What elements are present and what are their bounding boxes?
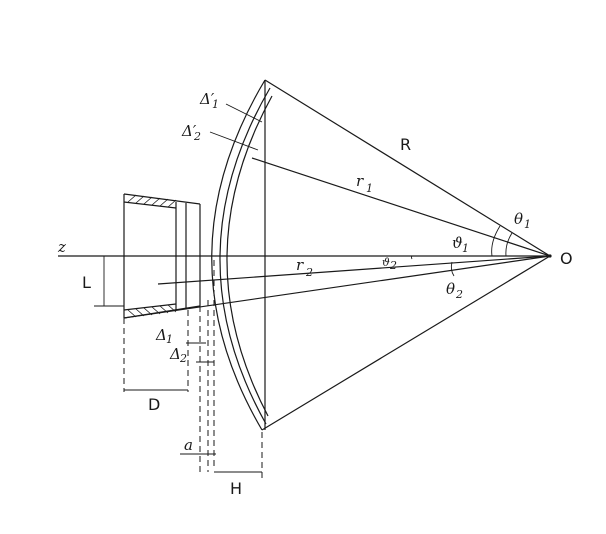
label-delta1-prime: Δ′ [199, 90, 215, 108]
label-D: D [148, 395, 160, 414]
vartheta2-arc [411, 255, 413, 260]
shell-outer-arc [211, 79, 266, 431]
label-theta1-sub: 1 [524, 218, 531, 231]
r2-line [157, 255, 551, 285]
label-theta1: θ [514, 210, 523, 228]
label-r1: r [356, 172, 364, 190]
label-delta1-prime-sub: 1 [212, 98, 219, 111]
theta1-arc [505, 232, 513, 257]
theta2-arc [450, 261, 455, 277]
origin-point [548, 254, 552, 258]
label-theta2-sub: 2 [455, 288, 463, 301]
delta1-prime-leader [225, 103, 263, 123]
label-theta2: θ [446, 280, 455, 298]
delta2-prime-leader [209, 131, 259, 151]
hatch-bottom [127, 304, 177, 318]
emitter-top-edge [123, 193, 201, 205]
hatch-top [127, 194, 177, 208]
label-O: O [560, 249, 573, 268]
label-L: L [82, 273, 91, 292]
emitter-bottom-ray [123, 255, 551, 319]
label-delta1: Δ [155, 326, 167, 344]
label-vartheta2: ϑ [382, 256, 390, 269]
label-delta2-prime: Δ′ [181, 122, 197, 140]
radius-R-line [264, 79, 551, 257]
emitter-bottom-edge [123, 305, 201, 319]
shell-inner-arc [226, 95, 273, 417]
lower-boundary-line [261, 255, 551, 431]
r1-line [251, 157, 551, 257]
label-R: R [400, 135, 411, 154]
label-vartheta1-sub: 1 [462, 242, 469, 255]
label-a: a [184, 436, 193, 454]
label-delta2-prime-sub: 2 [193, 130, 201, 143]
label-r2: r [296, 256, 304, 274]
label-H: H [230, 479, 242, 498]
label-z: z [57, 238, 66, 256]
shell-middle-arc [219, 87, 271, 425]
label-delta2: Δ [169, 345, 181, 363]
label-vartheta1: ϑ [452, 234, 463, 252]
label-r2-sub: 2 [305, 266, 313, 279]
label-delta1-sub: 1 [166, 333, 173, 346]
label-vartheta2-sub: 2 [389, 259, 397, 272]
hatch-band-top-lower [123, 201, 177, 209]
vartheta1-arc [491, 225, 501, 257]
label-delta2-sub: 2 [179, 352, 187, 365]
label-r1-sub: 1 [366, 182, 373, 195]
hatch-band-bottom-upper [123, 303, 177, 311]
